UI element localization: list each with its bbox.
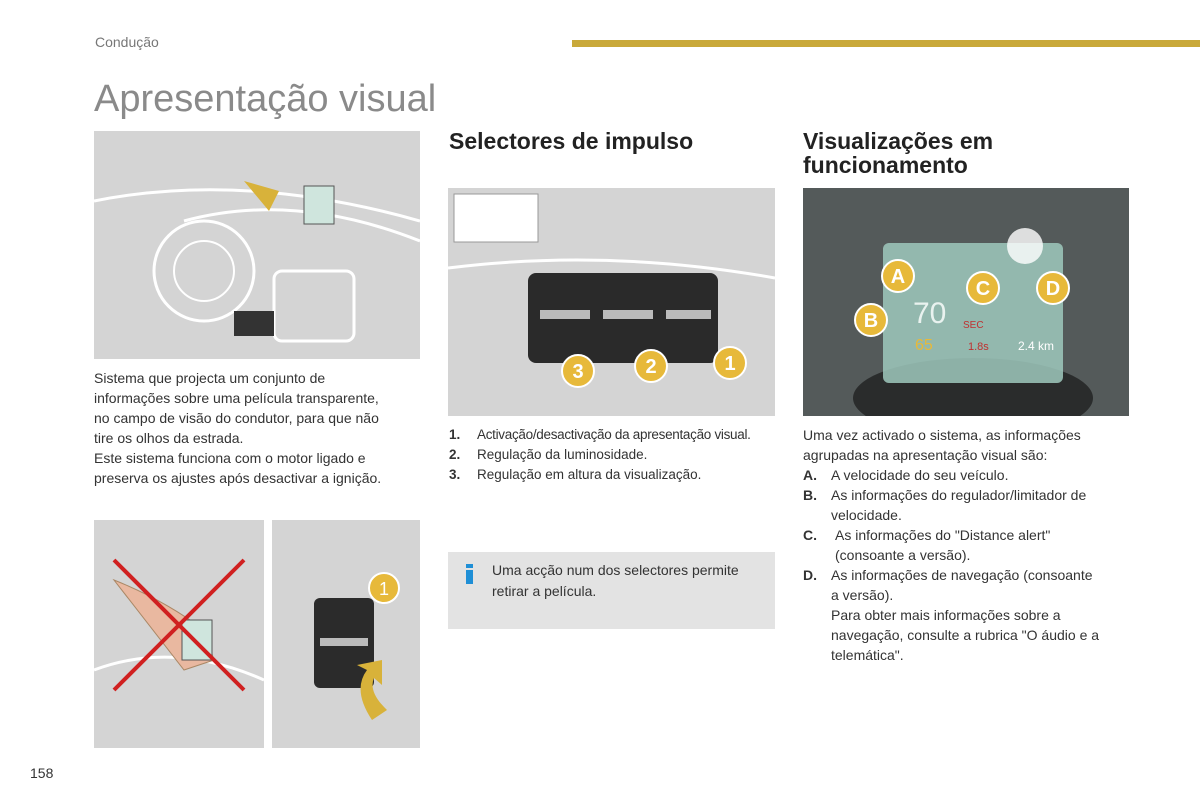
item-text: velocidade. <box>831 507 902 523</box>
header-bar <box>572 40 1200 47</box>
info-text: retirar a película. <box>492 583 597 599</box>
heading-line: Visualizações em <box>803 128 994 154</box>
item-text: As informações de navegação (consoante <box>831 567 1093 583</box>
item-letter: C. <box>803 527 817 543</box>
hud-gap: 1.8s <box>968 341 989 353</box>
info-icon <box>466 564 473 584</box>
item-text: As informações do "Distance alert" <box>835 527 1051 543</box>
hud-distance: 2.4 km <box>1018 339 1054 353</box>
list-item: 2. Regulação da luminosidade. <box>449 445 779 465</box>
item-text: As informações do regulador/limitador de <box>831 487 1087 503</box>
list-item: A. A velocidade do seu veículo. <box>803 465 1143 485</box>
callout-d: D <box>1046 278 1060 300</box>
info-text: Uma acção num dos selectores permite <box>492 562 739 578</box>
item-text: (consoante a versão). <box>835 547 971 563</box>
item-text: Para obter mais informações sobre a <box>831 607 1061 623</box>
item-text: Regulação da luminosidade. <box>477 447 648 462</box>
item-text: Activação/desactivação da apresentação v… <box>477 427 751 442</box>
page-number: 158 <box>30 765 54 781</box>
selector-buttons-illustration: 3 2 1 <box>448 188 775 416</box>
item-number: 2. <box>449 447 461 462</box>
remove-film-illustration <box>94 520 264 748</box>
item-text: A velocidade do seu veículo. <box>831 467 1009 483</box>
text-line: preserva os ajustes após desactivar a ig… <box>94 470 382 486</box>
item-number: 3. <box>449 467 461 482</box>
callout-a: A <box>891 266 905 288</box>
callout-1: 1 <box>379 579 389 599</box>
list-item: B. As informações do regulador/limitador … <box>803 485 1143 525</box>
hud-alert: SEC <box>963 320 984 331</box>
selectors-heading: Selectores de impulso <box>449 128 694 154</box>
callout-1: 1 <box>724 353 735 375</box>
section-title: Condução <box>95 34 159 50</box>
selector-press-illustration: 1 <box>272 520 420 748</box>
list-item: 1. Activação/desactivação da apresentação… <box>449 425 779 445</box>
callout-b: B <box>864 310 878 332</box>
text-line: informações sobre uma película transpare… <box>94 390 379 406</box>
text-line: Sistema que projecta um conjunto de <box>94 370 326 386</box>
display-list: Uma vez activado o sistema, as informaçõ… <box>803 425 1143 665</box>
list-item: 3. Regulação em altura da visualização. <box>449 465 779 485</box>
heading-line: funcionamento <box>803 152 968 178</box>
item-letter: D. <box>803 567 817 583</box>
text-line: Este sistema funciona com o motor ligado… <box>94 450 366 466</box>
item-text: a versão). <box>831 587 894 603</box>
item-letter: A. <box>803 467 817 483</box>
item-text: Regulação em altura da visualização. <box>477 467 702 482</box>
item-number: 1. <box>449 427 461 442</box>
list-item: D. As informações de navegação (consoante… <box>803 565 1143 665</box>
selector-list: 1. Activação/desactivação da apresentação… <box>449 425 779 485</box>
callout-c: C <box>976 278 990 300</box>
callout-2: 2 <box>645 356 656 378</box>
item-text: navegação, consulte a rubrica "O áudio e… <box>831 627 1100 643</box>
dashboard-illustration <box>94 131 420 359</box>
hud-limit: 65 <box>915 337 933 354</box>
callout-3: 3 <box>572 361 583 383</box>
item-letter: B. <box>803 487 817 503</box>
description: Sistema que projecta um conjunto de info… <box>94 368 424 488</box>
page-title: Apresentação visual <box>94 78 437 120</box>
item-text: telemática". <box>831 647 904 663</box>
info-note: Uma acção num dos selectores permite ret… <box>448 552 775 629</box>
intro-line: Uma vez activado o sistema, as informaçõ… <box>803 427 1081 443</box>
hud-speed: 70 <box>913 297 946 330</box>
text-line: tire os olhos da estrada. <box>94 430 244 446</box>
intro-line: agrupadas na apresentação visual são: <box>803 447 1048 463</box>
text-line: no campo de visão do condutor, para que … <box>94 410 379 426</box>
list-item: C. As informações do "Distance alert" (con… <box>803 525 1143 565</box>
